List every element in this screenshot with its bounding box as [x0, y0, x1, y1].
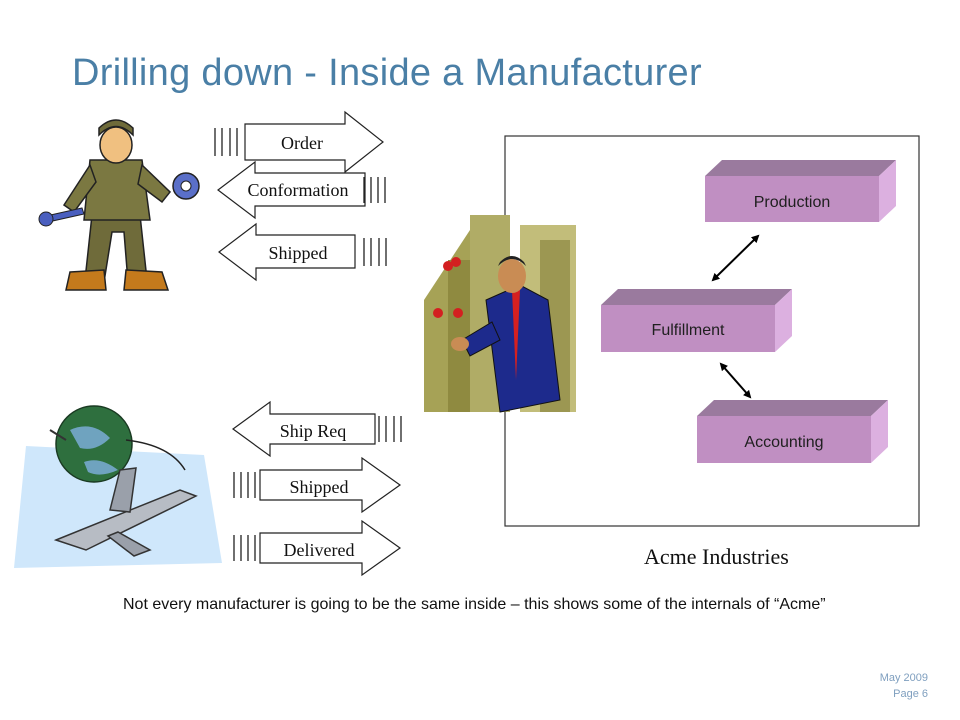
chevron-tail-icon: [214, 128, 238, 156]
globe-airplane-clipart: [14, 405, 222, 568]
connector-fulfillment-production: [711, 234, 760, 282]
department-label: Production: [754, 194, 831, 211]
department-box-fulfillment: Fulfillment: [601, 289, 792, 352]
chevron-tail-icon: [233, 535, 256, 561]
message-label: Conformation: [248, 180, 349, 200]
message-label: Shipped: [289, 477, 348, 497]
footer-date: May 2009: [879, 672, 928, 684]
message-arrow-shipped-top: Shipped: [218, 222, 387, 282]
connector-fulfillment-accounting: [719, 362, 752, 399]
slide-note: Not every manufacturer is going to be th…: [123, 596, 826, 613]
message-label: Order: [281, 133, 323, 153]
message-arrow-delivered: Delivered: [233, 519, 402, 577]
department-label: Fulfillment: [652, 322, 725, 339]
message-label: Shipped: [268, 243, 327, 263]
slide-footer: May 2009 Page 6: [880, 670, 928, 702]
message-arrow-ship-req: Ship Req: [231, 400, 402, 458]
message-label: Delivered: [284, 540, 355, 560]
slide-title: Drilling down - Inside a Manufacturer: [72, 52, 702, 94]
mechanic-clipart: [38, 119, 200, 291]
department-label: Accounting: [744, 434, 823, 451]
businessman-juggling-clipart: [424, 215, 576, 413]
chevron-tail-icon: [363, 177, 386, 203]
chevron-tail-icon: [363, 238, 387, 266]
message-arrow-order: Order: [214, 110, 384, 174]
acme-caption: Acme Industries: [644, 544, 789, 569]
message-arrow-shipped-bottom: Shipped: [233, 456, 402, 514]
department-box-production: Production: [705, 160, 896, 222]
department-box-accounting: Accounting: [697, 400, 888, 463]
chevron-tail-icon: [378, 416, 402, 442]
message-arrow-conformation: Conformation: [217, 160, 386, 220]
footer-page-number: Page 6: [893, 688, 928, 700]
message-label: Ship Req: [280, 421, 347, 441]
chevron-tail-icon: [233, 472, 256, 498]
